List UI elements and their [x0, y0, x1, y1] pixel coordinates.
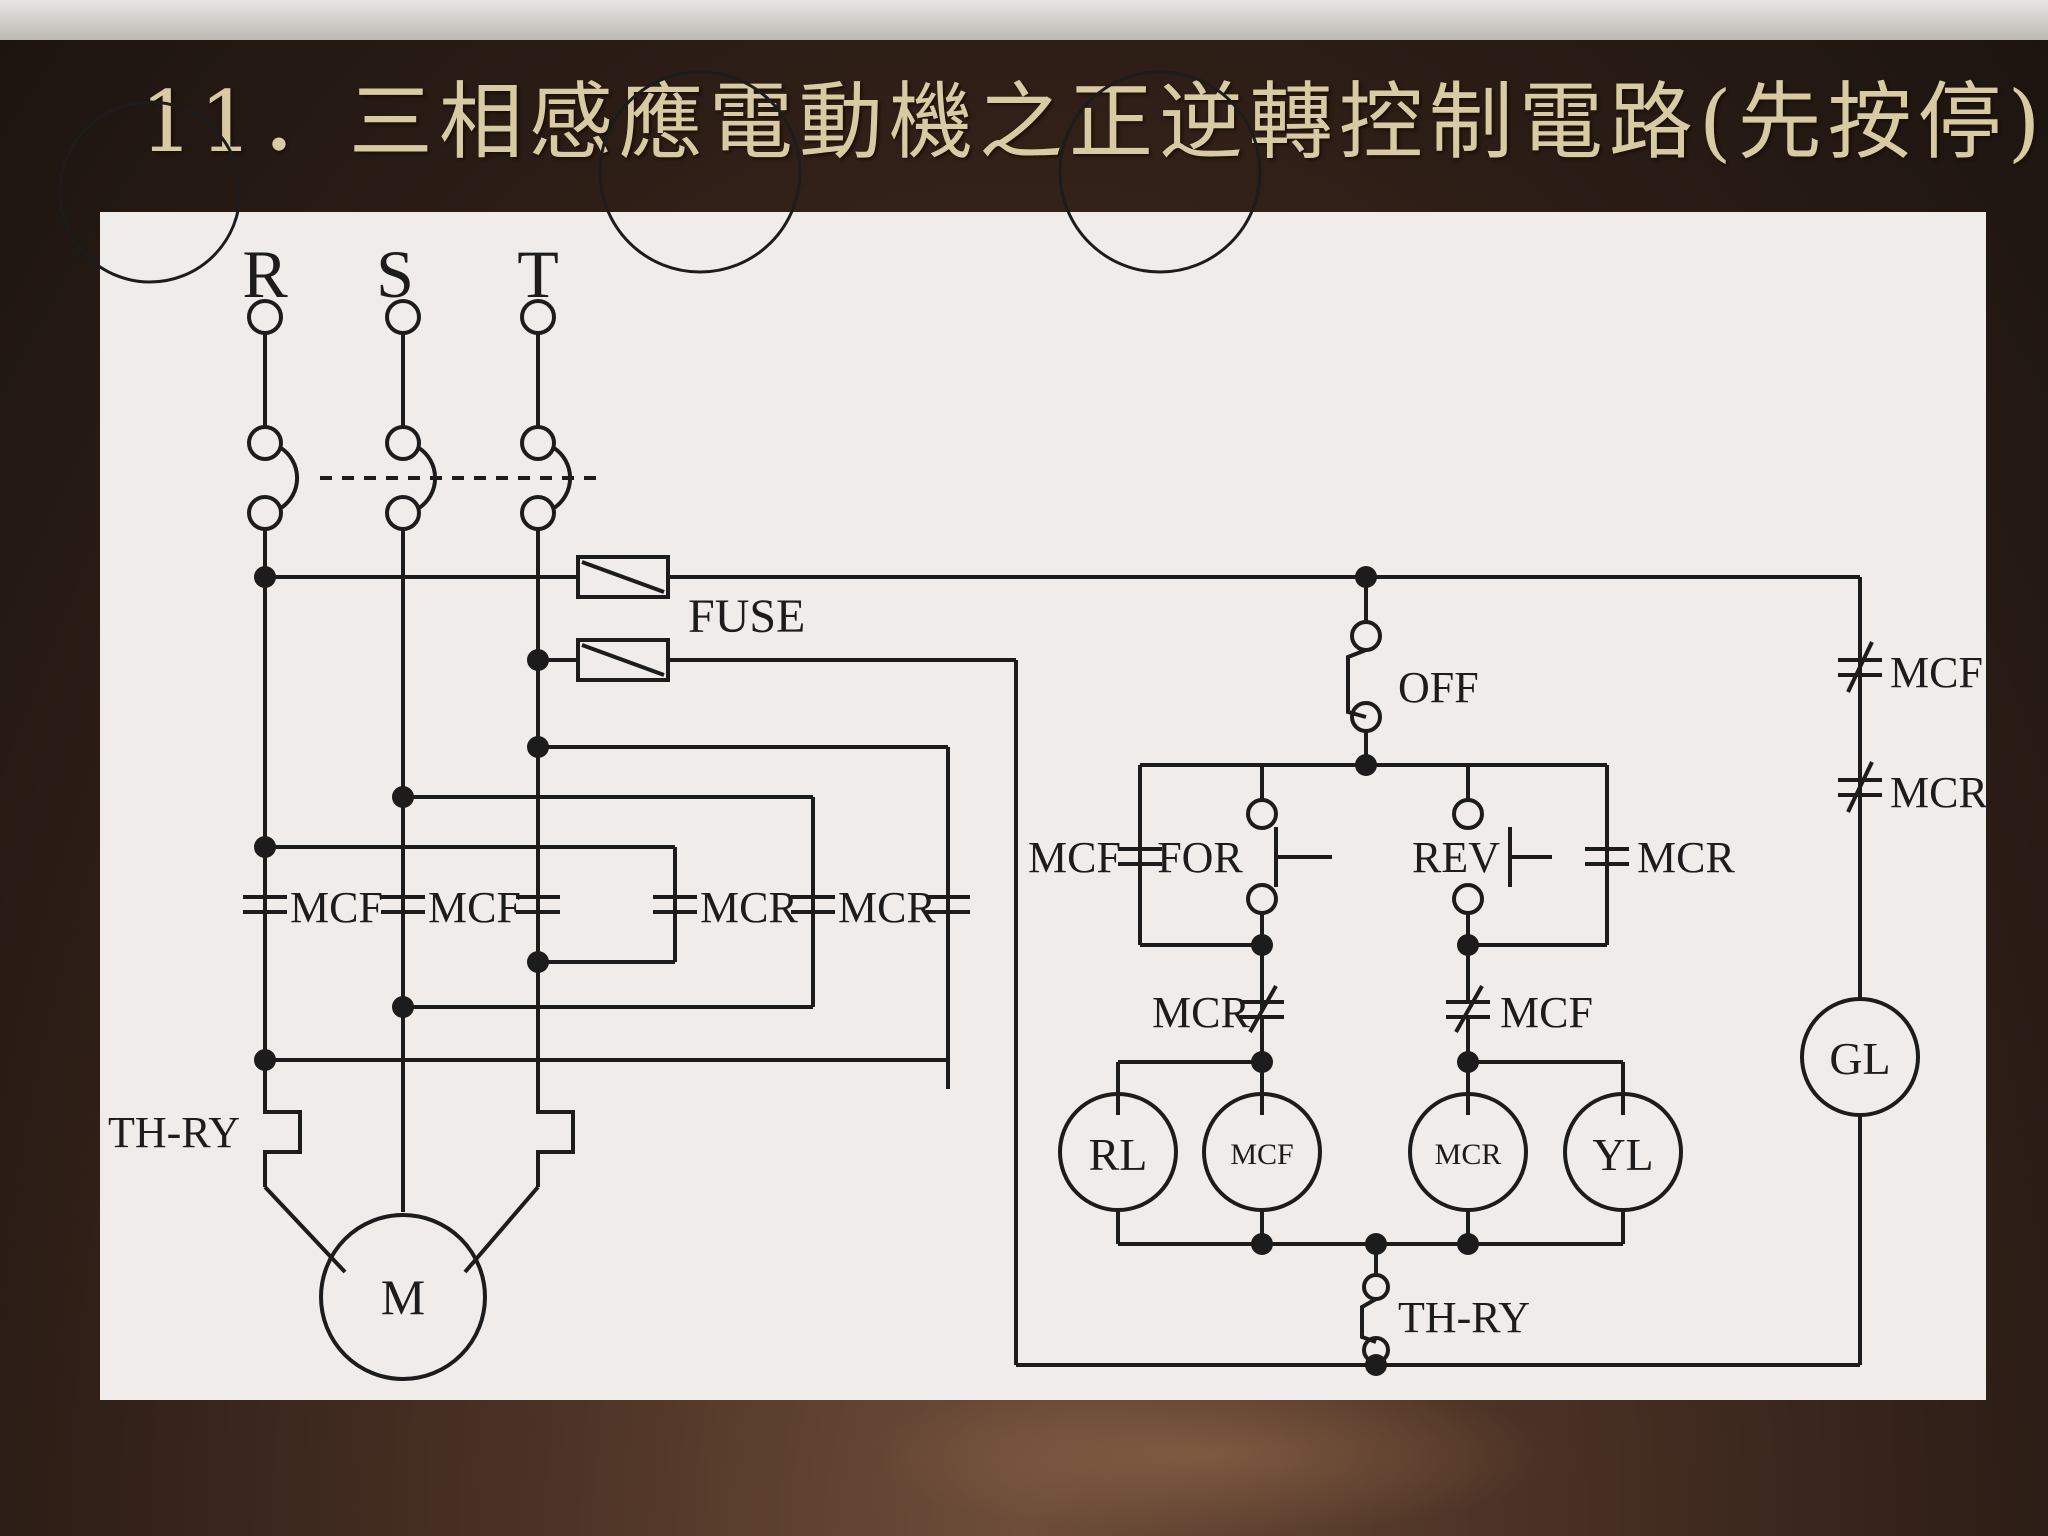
main-contactors: MCF MCF MCR MCR	[243, 736, 970, 1089]
off-button-label: OFF	[1398, 663, 1479, 712]
th-ry-control-label: TH-RY	[1398, 1293, 1530, 1342]
mcr-interlock-label: MCR	[1152, 988, 1250, 1037]
mcr-main-label-2: MCR	[838, 883, 936, 932]
yl-lamp-label: YL	[1592, 1129, 1653, 1180]
circuit-diagram: R S T	[58, 70, 1988, 1400]
screen-reflection	[860, 1400, 1560, 1536]
monitor-bezel	[0, 0, 2048, 40]
mcf-gl-label: MCF	[1890, 648, 1983, 697]
mcr-main-label-1: MCR	[700, 883, 798, 932]
rev-button-label: REV	[1412, 833, 1500, 882]
circuit-svg: R S T	[58, 70, 1988, 1381]
control-circuit: OFF MCF FOR	[1016, 566, 1988, 1376]
motor-label: M	[381, 1269, 425, 1325]
main-breaker	[247, 425, 600, 577]
mcf-coil-label: MCF	[1230, 1138, 1293, 1171]
mcf-holding-label: MCF	[1028, 833, 1121, 882]
slide-title: 11．三相感應電動機之正逆轉控制電路(先按停)	[140, 73, 2047, 171]
mcr-gl-label: MCR	[1890, 768, 1988, 817]
phase-labels: R S T	[242, 236, 558, 312]
thermal-relay-main: TH-RY	[108, 1105, 575, 1187]
fuses: FUSE	[265, 555, 1366, 1365]
terminals	[247, 299, 556, 427]
background-circles	[58, 70, 1262, 284]
phase-s-label: S	[376, 236, 414, 312]
th-ry-main-label: TH-RY	[108, 1108, 240, 1157]
mcf-main-label-1: MCF	[290, 883, 383, 932]
mcr-coil-label: MCR	[1435, 1138, 1502, 1171]
motor: M	[263, 1185, 540, 1381]
gl-lamp-label: GL	[1829, 1033, 1890, 1084]
mcf-main-label-2: MCF	[428, 883, 521, 932]
mcf-interlock-label: MCF	[1500, 988, 1593, 1037]
mcr-holding-label: MCR	[1637, 833, 1735, 882]
rl-lamp-label: RL	[1089, 1129, 1148, 1180]
fuse-label: FUSE	[688, 590, 805, 643]
for-button-label: FOR	[1157, 833, 1243, 882]
